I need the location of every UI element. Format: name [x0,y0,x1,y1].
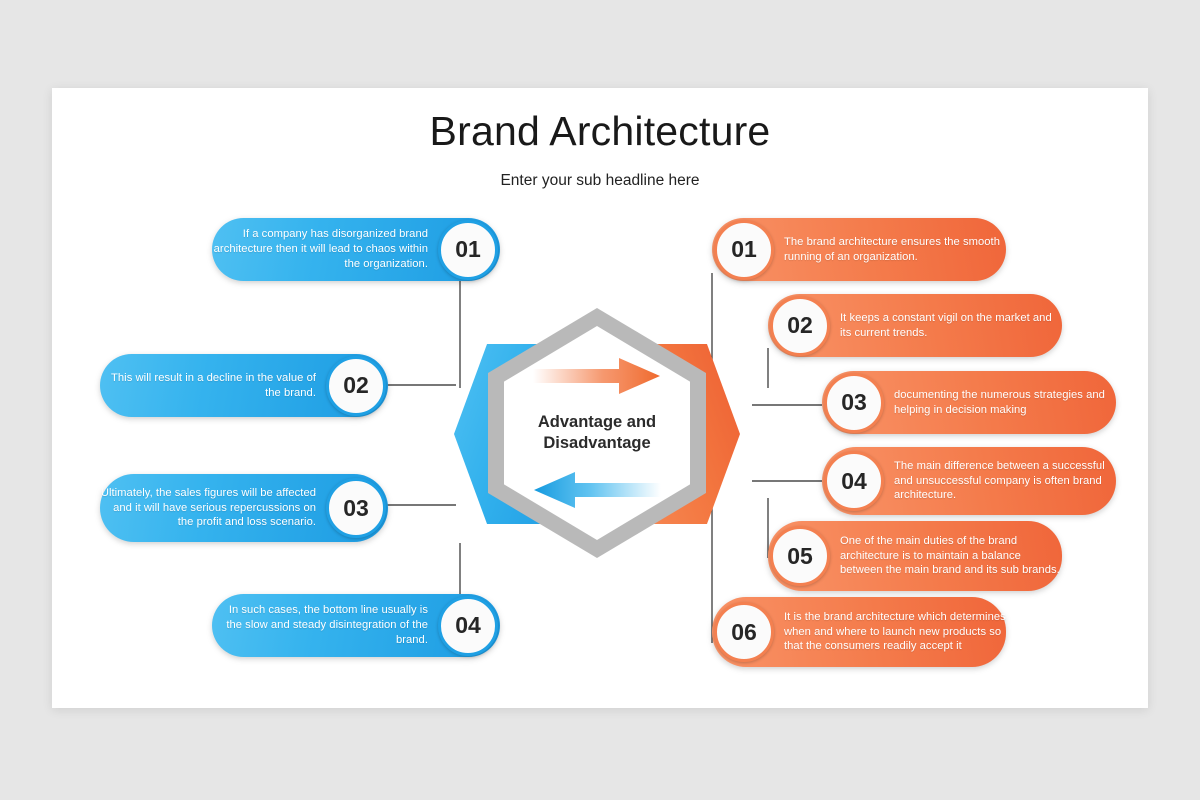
left-arrow-icon [534,472,661,508]
center-title: Advantage and Disadvantage [538,412,656,455]
status-badge: 03 [824,372,884,433]
page-title: Brand Architecture [429,108,771,154]
status-badge: 06 [714,602,774,662]
center-diagram: Disadvantage Advantage Advantage and Dis… [382,308,812,558]
page-subtitle: Enter your sub headline here [500,172,700,189]
list-item[interactable]: 03 documenting the numerous strategies a… [822,371,1116,434]
pill-text: In such cases, the bottom line usually i… [226,604,428,646]
status-badge: 04 [824,451,884,511]
pill-text: documenting the numerous strategies and … [894,388,1105,416]
status-badge: 03 [326,478,386,538]
status-badge: 01 [438,219,498,280]
list-item[interactable]: 05 One of the main duties of the brand a… [768,521,1062,591]
list-item[interactable]: This will result in a decline in the val… [100,354,388,417]
center-title-line1: Advantage and [537,412,657,431]
slide-canvas: Brand Architecture Enter your sub headli… [52,88,1148,708]
status-badge: 02 [326,355,386,416]
list-item[interactable]: If a company has disorganized brand arch… [212,218,500,281]
list-item[interactable]: 04 The main difference between a success… [822,447,1116,515]
pill-text: It is the brand architecture which deter… [784,610,1006,653]
pill-text: One of the main duties of the brand arch… [840,534,1060,577]
center-title-line2: Disadvantage [543,434,651,452]
pill-text: The main difference between a successful… [894,459,1105,502]
list-item[interactable]: 01 The brand architecture ensures the sm… [712,218,1006,281]
pill-text: This will result in a decline in the val… [111,371,316,399]
status-badge: 05 [770,526,830,586]
status-badge: 02 [770,295,830,356]
list-item[interactable]: 06 It is the brand architecture which de… [712,597,1006,667]
pill-text: If a company has disorganized brand arch… [213,228,428,270]
pill-text: It keeps a constant vigil on the market … [840,311,1052,339]
list-item[interactable]: Ultimately, the sales figures will be af… [100,474,388,542]
list-item[interactable]: 02 It keeps a constant vigil on the mark… [768,294,1062,357]
list-item[interactable]: In such cases, the bottom line usually i… [212,594,500,657]
pill-text: The brand architecture ensures the smoot… [784,235,1000,263]
status-badge: 04 [438,595,498,656]
pill-text: Ultimately, the sales figures will be af… [100,486,316,529]
right-arrow-icon [533,358,660,394]
status-badge: 01 [714,219,774,280]
